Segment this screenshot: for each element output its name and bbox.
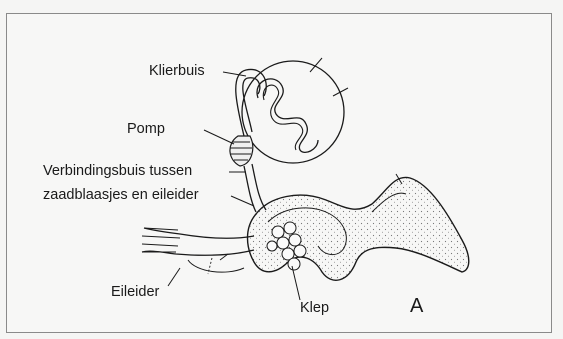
label-verbinding-line1: Verbindingsbuis tussen: [43, 163, 192, 180]
label-eileider: Eileider: [111, 284, 159, 301]
gland-circle: [242, 61, 344, 163]
pump-structure: [230, 136, 253, 166]
label-pomp: Pomp: [127, 121, 165, 138]
label-klep: Klep: [300, 300, 329, 317]
figure-letter: A: [410, 296, 423, 316]
oviduct: [142, 228, 254, 274]
label-verbinding-line2: zaadblaasjes en eileider: [43, 187, 199, 204]
label-klierbuis: Klierbuis: [149, 63, 205, 80]
